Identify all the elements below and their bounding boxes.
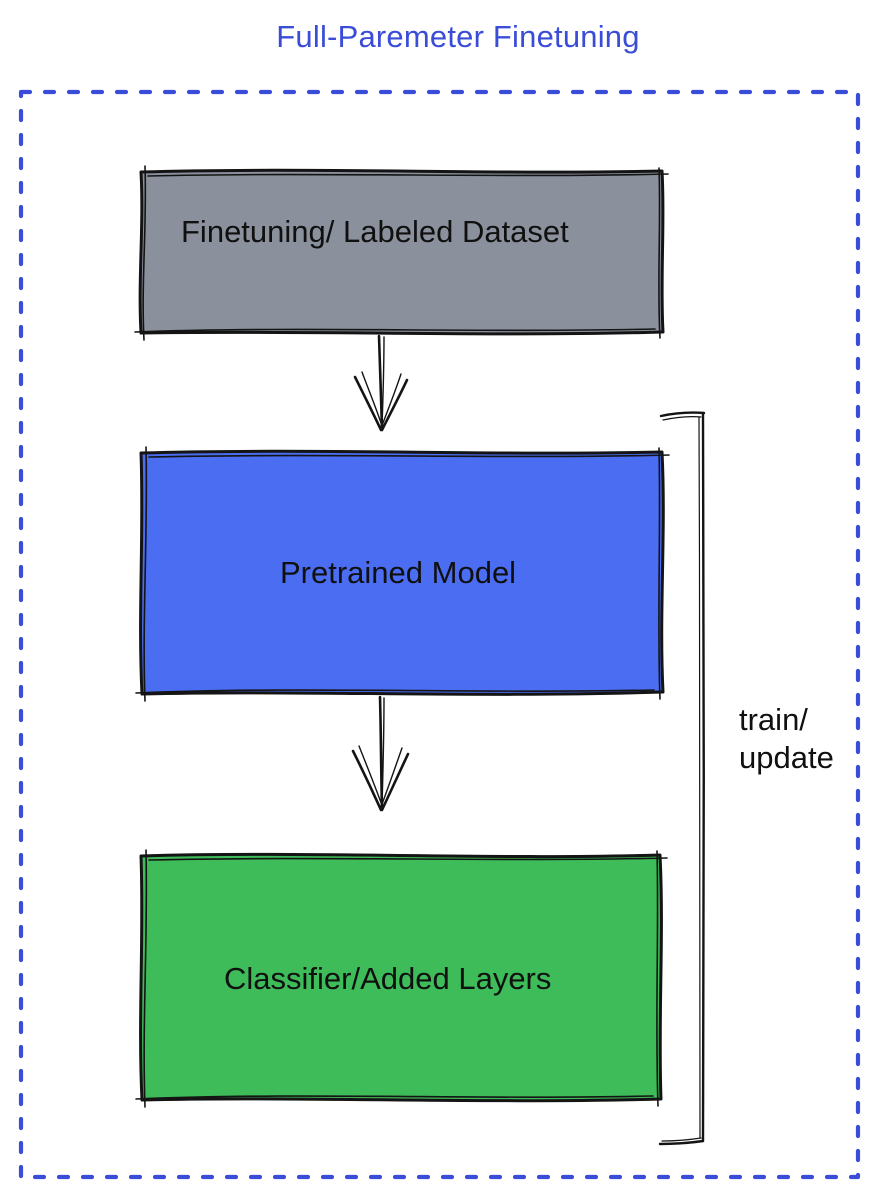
pretrained-node-label: Pretrained Model bbox=[280, 555, 517, 590]
arrow-head-sketch bbox=[358, 745, 403, 809]
pretrained-node bbox=[135, 446, 670, 702]
dataset-box bbox=[138, 168, 665, 336]
train-update-bracket bbox=[658, 411, 706, 1146]
pretrained-box bbox=[139, 449, 665, 696]
arrow-dataset-to-pretrained bbox=[353, 334, 409, 432]
arrow-shaft-sketch bbox=[381, 336, 385, 428]
dataset-box-sketch-line bbox=[134, 165, 669, 341]
arrow-pretrained-to-classifier bbox=[351, 695, 410, 812]
bracket-bottom-cap-sketch bbox=[661, 1137, 702, 1142]
bracket-bottom-cap bbox=[658, 1139, 705, 1146]
bracket-vertical bbox=[701, 411, 705, 1143]
dataset-node bbox=[134, 165, 669, 341]
train-update-line2: update bbox=[739, 740, 834, 775]
classifier-box bbox=[139, 852, 663, 1103]
arrow-head-sketch bbox=[361, 371, 402, 430]
classifier-box-sketch-line bbox=[135, 849, 668, 1108]
bracket-top-cap bbox=[659, 411, 706, 418]
bracket-vertical-sketch bbox=[698, 416, 701, 1139]
bracket-top-cap-sketch bbox=[662, 416, 702, 421]
classifier-node-label: Classifier/Added Layers bbox=[224, 961, 552, 996]
dataset-node-label: Finetuning/ Labeled Dataset bbox=[181, 214, 569, 249]
pretrained-box-sketch-line bbox=[135, 446, 670, 702]
container-dotted-border bbox=[18, 89, 861, 1180]
arrow-shaft bbox=[378, 695, 384, 810]
classifier-node bbox=[135, 849, 668, 1108]
arrow-head bbox=[353, 375, 409, 432]
train-update-label: train/ update bbox=[739, 701, 834, 777]
diagram-title: Full-Paremeter Finetuning bbox=[276, 19, 640, 54]
arrow-shaft-sketch bbox=[381, 697, 385, 808]
train-update-line1: train/ bbox=[739, 702, 808, 737]
arrow-head bbox=[351, 749, 410, 812]
arrow-shaft bbox=[377, 334, 384, 430]
